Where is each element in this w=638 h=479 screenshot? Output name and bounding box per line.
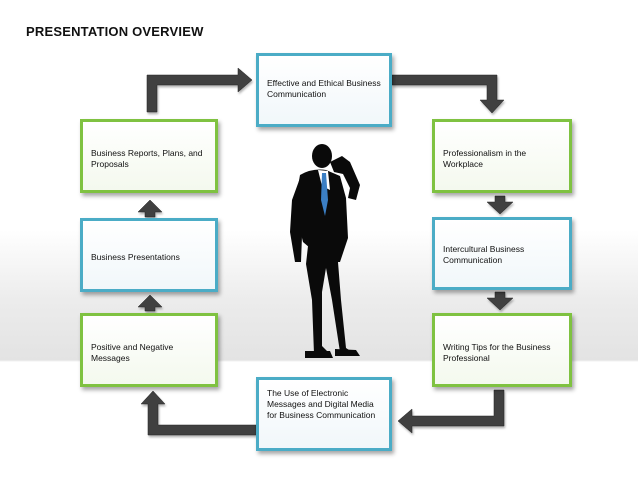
box-label: Writing Tips for the Business Profession… [443,342,551,363]
box-label: Effective and Ethical Business Communica… [267,78,381,99]
arrow-presentations-to-reports [137,199,163,218]
box-business-presentations: Business Presentations [80,218,218,292]
arrow-reports-to-ethical [146,67,253,113]
box-positive-negative: Positive and Negative Messages [80,313,218,387]
box-intercultural: Intercultural Business Communication [432,217,572,290]
box-label: The Use of Electronic Messages and Digit… [267,388,376,420]
businessman-on-phone-silhouette [290,144,360,358]
arrow-electronic-to-positive [140,390,257,436]
box-label: Business Presentations [91,252,180,262]
box-label: Intercultural Business Communication [443,244,525,265]
box-electronic-messages: The Use of Electronic Messages and Digit… [256,377,392,451]
box-ethical-communication: Effective and Ethical Business Communica… [256,53,392,127]
blue-tie [321,173,328,216]
box-label: Positive and Negative Messages [91,342,174,363]
arrow-ethical-to-professionalism [391,74,505,114]
box-label: Professionalism in the Workplace [443,148,527,169]
arrow-intercultural-to-writing [486,291,514,311]
box-writing-tips: Writing Tips for the Business Profession… [432,313,572,387]
page-title: PRESENTATION OVERVIEW [26,24,204,39]
box-business-reports: Business Reports, Plans, and Proposals [80,119,218,193]
arrow-professionalism-to-intercultural [486,195,514,215]
arrow-writing-to-electronic [397,389,505,434]
box-label: Business Reports, Plans, and Proposals [91,148,203,169]
box-professionalism: Professionalism in the Workplace [432,119,572,193]
arrow-positive-to-presentations [137,294,163,312]
